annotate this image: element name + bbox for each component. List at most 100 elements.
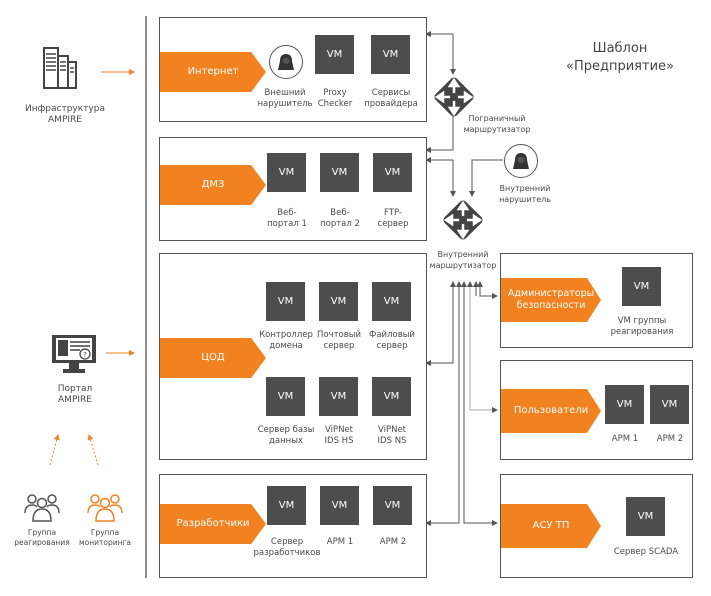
vm-label-line2: сервер [323, 341, 355, 351]
vm-user-arm-1[interactable]: VM [605, 385, 644, 424]
vm-proxy-checker[interactable]: VM [315, 35, 354, 74]
external-attacker-line1: Внешний [264, 88, 306, 98]
vm-label: VM группы реагирования [611, 316, 674, 338]
border-router-icon[interactable] [432, 75, 476, 123]
vm-web-portal-2[interactable]: VM [320, 153, 359, 192]
zone-dmz-tag[interactable]: ДМЗ [160, 165, 266, 205]
group2-line1: Группа [90, 528, 120, 537]
vm-mail-server[interactable]: VM [319, 282, 358, 321]
vm-label-line2: реагирования [610, 327, 674, 337]
vm-web-portal-1[interactable]: VM [267, 153, 306, 192]
vm-label: АРМ 2 [657, 434, 683, 445]
vm-database-server[interactable]: VM [266, 377, 305, 416]
vm-label: АРМ 1 [327, 537, 353, 548]
vm-label-line1: VM группы [617, 316, 667, 326]
secadmins-line2: безопасности [516, 300, 586, 311]
vm-scada-server[interactable]: VM [626, 497, 665, 536]
vm-label-line2: разработчиков [253, 548, 321, 558]
response-group-label: Группа реагирования [12, 528, 72, 548]
vm-label: АРМ 1 [612, 434, 638, 445]
infra-line2: AMPIRE [48, 115, 82, 125]
vm-label-line1: Веб- [277, 208, 297, 218]
internal-router-label: Внутренний маршрутизатор [428, 249, 498, 271]
vm-label: АРМ 2 [380, 537, 406, 548]
zone-internet-tag[interactable]: Интернет [160, 52, 266, 92]
internal-attacker-line1: Внутренний [499, 184, 551, 193]
portal-monitor-icon[interactable]: ? [50, 333, 98, 379]
vm-domain-controller[interactable]: VM [266, 282, 305, 321]
internal-attacker-label: Внутренний нарушитель [490, 183, 560, 205]
zone-security-admins: Администраторы безопасности VM VM группы… [500, 253, 693, 348]
internal-attacker-line2: нарушитель [499, 195, 551, 204]
vm-provider-services[interactable]: VM [371, 35, 410, 74]
vm-label-line1: Файловый [369, 330, 415, 340]
vm-label-line1: Контроллер [259, 330, 313, 340]
vm-label-line2: портал 1 [267, 219, 307, 229]
vm-label-line1: АРМ 1 [611, 434, 639, 444]
infra-line1: Инфраструктура [24, 104, 105, 114]
vm-label: Веб- портал 1 [267, 208, 307, 230]
zone-ics: АСУ ТП VM Сервер SCADA [500, 474, 693, 578]
vm-label: Почтовый сервер [317, 330, 361, 352]
vm-label-line1: АРМ 1 [326, 537, 354, 547]
vm-label-line1: FTP- [384, 208, 402, 218]
vm-label-line1: Сервер SCADA [613, 547, 679, 557]
vm-response-group[interactable]: VM [622, 267, 661, 306]
vm-label: Сервер разработчиков [253, 537, 320, 559]
diagram-title: Шаблон «Предприятие» [560, 40, 680, 76]
vm-label: ViPNet IDS HS [325, 425, 354, 447]
zone-security-admins-tag[interactable]: Администраторы безопасности [501, 278, 601, 322]
vm-dev-arm-2[interactable]: VM [373, 486, 412, 525]
zone-developers: Разработчики VM Сервер разработчиков VM … [159, 474, 427, 578]
zone-internet: Интернет Внешний нарушитель VM Proxy Che… [159, 17, 427, 122]
vm-label-line1: Сервисы [371, 88, 411, 98]
vm-label-line2: провайдера [364, 99, 418, 109]
vm-label-line1: Сервер [270, 537, 304, 547]
portal-line1: Портал [57, 384, 93, 394]
internal-router-icon[interactable] [441, 198, 485, 246]
zone-ics-tag[interactable]: АСУ ТП [501, 504, 601, 548]
group1-line2: реагирования [14, 538, 70, 547]
vm-file-server[interactable]: VM [372, 282, 411, 321]
vm-user-arm-2[interactable]: VM [650, 385, 689, 424]
vm-label-line1: Сервер базы [257, 425, 315, 435]
vm-vipnet-ids-hs[interactable]: VM [319, 377, 358, 416]
vm-label-line2: домена [269, 341, 303, 351]
zone-datacenter-tag[interactable]: ЦОД [160, 338, 266, 378]
external-attacker-label: Внешний нарушитель [257, 88, 312, 110]
zone-datacenter: ЦОД VM Контроллер домена VM Почтовый сер… [159, 253, 427, 460]
vm-label-line2: данных [269, 436, 303, 446]
vm-dev-server[interactable]: VM [267, 486, 306, 525]
vm-label-line1: ViPNet [324, 425, 354, 435]
internal-router-line2: маршрутизатор [429, 261, 497, 270]
vm-label-line1: АРМ 2 [656, 434, 684, 444]
internal-attacker-icon [504, 144, 538, 178]
external-attacker-icon [269, 45, 303, 79]
vm-dev-arm-1[interactable]: VM [320, 486, 359, 525]
monitoring-group-icon [87, 493, 123, 527]
svg-text:?: ? [83, 351, 87, 359]
vm-label-line1: АРМ 2 [379, 537, 407, 547]
zone-users: Пользователи VM АРМ 1 VM АРМ 2 [500, 360, 693, 460]
secadmins-line1: Администраторы [507, 288, 595, 299]
vm-label-line1: Веб- [330, 208, 350, 218]
portal-label: Портал AMPIRE [20, 384, 130, 406]
vm-label: Контроллер домена [259, 330, 313, 352]
vm-label-line2: Checker [317, 99, 353, 109]
vm-label-line2: сервер [376, 341, 408, 351]
vm-label-line2: портал 2 [320, 219, 360, 229]
border-router-line2: маршрутизатор [463, 125, 531, 134]
vm-vipnet-ids-ns[interactable]: VM [372, 377, 411, 416]
title-line2: «Предприятие» [566, 59, 674, 74]
vm-label-line2: IDS NS [377, 436, 407, 446]
vm-ftp-server[interactable]: VM [373, 153, 412, 192]
zone-developers-tag[interactable]: Разработчики [160, 504, 266, 544]
zone-users-tag[interactable]: Пользователи [501, 389, 601, 433]
vm-label: Сервер базы данных [258, 425, 315, 447]
vm-label-line1: Proxy [323, 88, 347, 98]
group1-line1: Группа [27, 528, 57, 537]
internal-router-line1: Внутренний [437, 250, 489, 259]
vm-label: ViPNet IDS NS [378, 425, 407, 447]
vm-label-line1: ViPNet [377, 425, 407, 435]
